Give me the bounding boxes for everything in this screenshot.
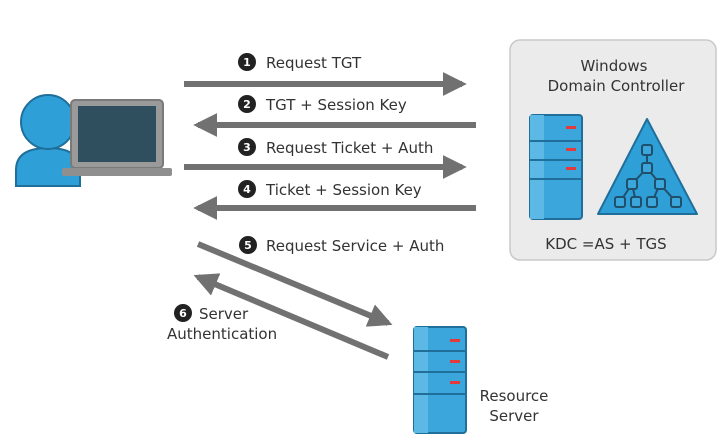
step-1-label: Request TGT [266,54,362,72]
step-3-label: Request Ticket + Auth [266,139,433,157]
step-4-badge [238,180,256,198]
directory-tree-icon [597,118,698,215]
step-6-label-line2: Authentication [167,325,277,343]
step-1-badge [238,53,256,71]
dc-title-line1: Windows [581,57,648,75]
step-2-number: 2 [243,98,251,111]
step-6-badge [174,304,192,322]
step-6-number: 6 [179,307,187,320]
step-2: 2 TGT + Session Key [238,95,407,114]
domain-controller-panel: Windows Domain Controller KDC =AS + TGS [509,39,717,261]
resource-server-label-line2: Server [489,407,539,425]
step-6: 6 Server Authentication [167,304,277,343]
dc-server-icon [529,114,583,220]
step-3-badge [238,138,256,156]
step-5-label: Request Service + Auth [266,237,444,255]
step-3: 3 Request Ticket + Auth [238,138,433,157]
client-laptop-icon [62,99,172,176]
step-4-label: Ticket + Session Key [265,181,422,199]
step-4-number: 4 [243,183,251,196]
arrow-step-5 [196,241,393,327]
step-4: 4 Ticket + Session Key [238,180,422,199]
resource-server-icon [413,326,467,434]
step-1-number: 1 [243,56,251,69]
step-3-number: 3 [243,141,251,154]
arrow-step-6 [193,273,390,360]
step-6-label-line1: Server [199,305,249,323]
dc-title-line2: Domain Controller [548,77,686,95]
step-5-badge [239,236,257,254]
kdc-caption: KDC =AS + TGS [545,235,666,253]
step-1: 1 Request TGT [238,53,362,72]
step-5-number: 5 [244,239,252,252]
step-5: 5 Request Service + Auth [239,236,444,255]
resource-server-label-line1: Resource [480,387,549,405]
step-2-badge [238,95,256,113]
step-2-label: TGT + Session Key [265,96,407,114]
